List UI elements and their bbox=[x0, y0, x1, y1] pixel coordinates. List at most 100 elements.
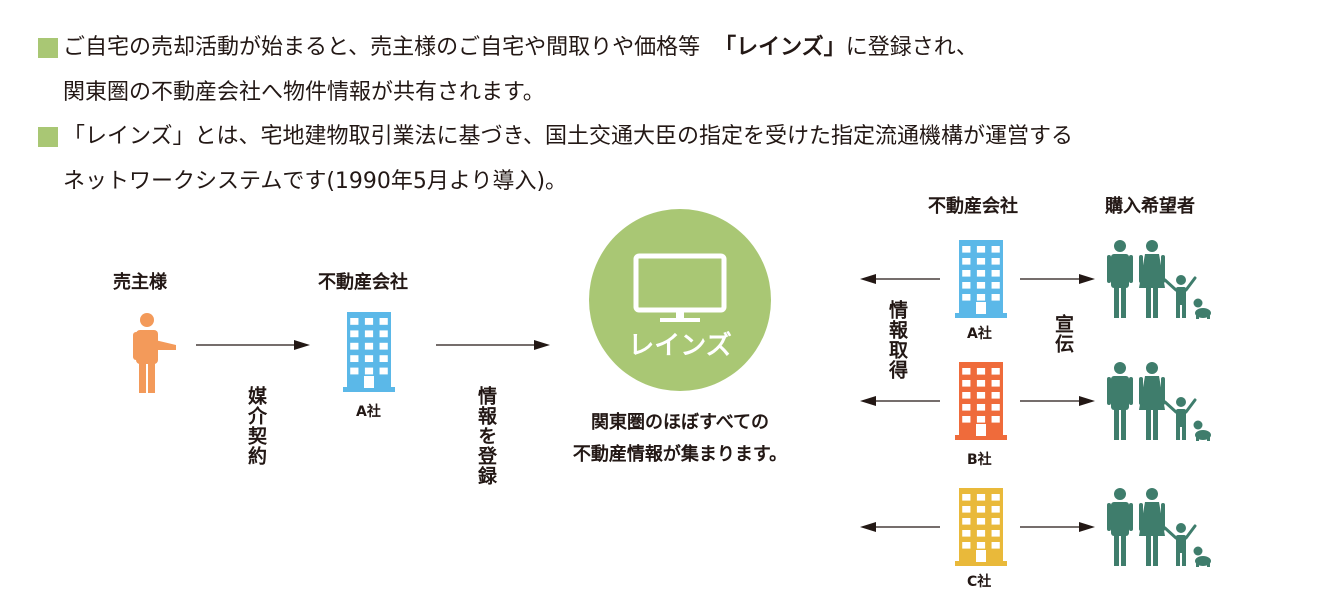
window bbox=[364, 342, 374, 350]
arm bbox=[1129, 503, 1133, 531]
body bbox=[1139, 376, 1165, 410]
child-head bbox=[1176, 523, 1186, 533]
body bbox=[1139, 502, 1165, 536]
window bbox=[364, 367, 374, 375]
monitor-icon bbox=[633, 253, 727, 322]
leg bbox=[1146, 534, 1151, 566]
head bbox=[1146, 362, 1158, 374]
child-arm bbox=[1184, 398, 1197, 414]
window bbox=[976, 246, 986, 253]
dog-head bbox=[1193, 420, 1203, 430]
window bbox=[991, 518, 1000, 525]
window bbox=[976, 530, 986, 537]
bullet-marker bbox=[38, 127, 58, 147]
seller-person-icon bbox=[133, 313, 176, 393]
info-get-label: 情報取得 bbox=[886, 300, 908, 380]
child-head bbox=[1176, 397, 1186, 407]
window bbox=[976, 506, 986, 513]
company-a-name: A社 bbox=[967, 326, 992, 342]
window bbox=[962, 392, 971, 399]
window bbox=[962, 416, 971, 423]
arm bbox=[133, 332, 139, 360]
window bbox=[976, 380, 986, 387]
child-arm bbox=[1163, 278, 1178, 292]
window bbox=[350, 355, 359, 363]
body bbox=[136, 330, 158, 364]
arm bbox=[1161, 377, 1165, 405]
arrow bbox=[1020, 396, 1095, 406]
body bbox=[1139, 254, 1165, 288]
child-leg bbox=[1176, 551, 1180, 566]
window bbox=[962, 380, 971, 387]
window bbox=[991, 294, 1000, 301]
arrow bbox=[860, 396, 940, 406]
arm bbox=[1161, 503, 1165, 531]
dog-leg bbox=[1207, 562, 1210, 567]
buyer-family-icon bbox=[1107, 488, 1211, 567]
head bbox=[1114, 488, 1126, 500]
window bbox=[379, 318, 388, 325]
door bbox=[364, 376, 374, 388]
leg bbox=[139, 360, 146, 393]
buyers-header: 購入希望者 bbox=[1105, 196, 1195, 217]
dog-leg bbox=[1196, 314, 1199, 319]
bullet1-line1: ご自宅の売却活動が始まると、売主様のご自宅や間取りや価格等「レインズ」に登録され… bbox=[63, 35, 978, 60]
leg bbox=[1114, 534, 1119, 566]
head bbox=[1146, 240, 1158, 252]
arrow bbox=[196, 340, 310, 350]
child-arm bbox=[1163, 526, 1178, 540]
door bbox=[976, 302, 986, 314]
window bbox=[364, 355, 374, 363]
window bbox=[962, 404, 971, 411]
leg bbox=[148, 360, 155, 393]
child-arm bbox=[1163, 400, 1178, 414]
company-building-icon bbox=[955, 362, 1007, 440]
window bbox=[976, 368, 986, 375]
child-arm bbox=[1184, 524, 1197, 540]
window bbox=[962, 270, 971, 277]
window bbox=[962, 368, 971, 375]
leg bbox=[1146, 286, 1151, 318]
head bbox=[1114, 240, 1126, 252]
dog-leg bbox=[1196, 562, 1199, 567]
bullet1-line2: 関東圏の不動産会社へ物件情報が共有されます。 bbox=[63, 80, 545, 105]
reins-emphasis: 「レインズ」 bbox=[714, 35, 846, 60]
arm bbox=[1107, 503, 1111, 531]
reins-label: レインズ bbox=[628, 331, 732, 361]
door bbox=[976, 550, 986, 562]
head bbox=[1146, 488, 1158, 500]
window bbox=[991, 258, 1000, 265]
window bbox=[991, 380, 1000, 387]
agency-building-icon bbox=[343, 312, 395, 392]
window bbox=[991, 368, 1000, 375]
leg bbox=[1121, 286, 1126, 318]
arm-pointing bbox=[155, 340, 176, 350]
bullet2-line2: ネットワークシステムです(1990年5月より導入)。 bbox=[63, 169, 568, 194]
window bbox=[962, 542, 971, 549]
window bbox=[976, 404, 986, 411]
advertise-label: 宣伝 bbox=[1052, 314, 1074, 354]
leg bbox=[1114, 408, 1119, 440]
window bbox=[991, 282, 1000, 289]
window bbox=[991, 542, 1000, 549]
buyer-family-icon bbox=[1107, 240, 1211, 319]
child-leg bbox=[1176, 303, 1180, 318]
leg bbox=[1121, 408, 1126, 440]
arrow bbox=[436, 340, 550, 350]
window bbox=[976, 282, 986, 289]
arm bbox=[1129, 377, 1133, 405]
dog-leg bbox=[1207, 314, 1210, 319]
window bbox=[364, 318, 374, 325]
window bbox=[991, 416, 1000, 423]
company-c-name: C社 bbox=[967, 574, 992, 590]
arm bbox=[1107, 255, 1111, 283]
window bbox=[976, 294, 986, 301]
window bbox=[379, 342, 388, 350]
window bbox=[976, 392, 986, 399]
arm bbox=[1139, 255, 1143, 283]
window bbox=[962, 282, 971, 289]
right-agency-header: 不動産会社 bbox=[928, 196, 1018, 217]
head bbox=[140, 313, 154, 327]
reins-caption-2: 不動産情報が集まります。 bbox=[572, 444, 788, 465]
